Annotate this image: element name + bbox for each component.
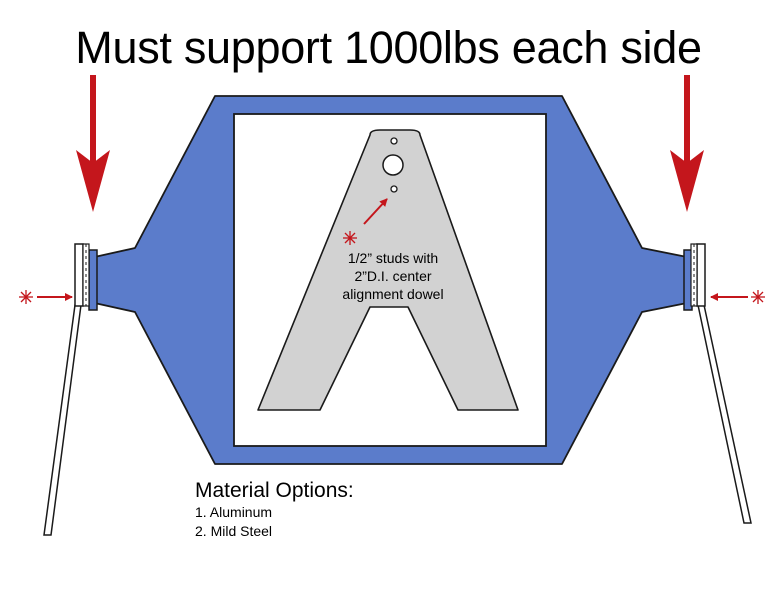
bottom-stud-hole xyxy=(390,185,398,193)
studs-note-line: 1/2” studs with xyxy=(347,250,439,266)
top-stud-hole xyxy=(390,137,398,145)
left-side-pointer xyxy=(19,290,73,304)
studs-note-line: 2”D.I. center xyxy=(354,268,432,284)
right-side-pointer xyxy=(710,290,765,304)
center-dowel-hole xyxy=(382,154,404,176)
material-option-item: 2. Mild Steel xyxy=(195,523,273,539)
headline: Must support 1000lbs each side xyxy=(75,22,702,73)
material-option-item: 1. Aluminum xyxy=(195,504,273,520)
material-options: Material Options: 1. Aluminum 2. Mild St… xyxy=(195,479,354,541)
left-support-leg xyxy=(43,243,90,536)
right-support-leg xyxy=(690,243,752,524)
studs-note-line: alignment dowel xyxy=(342,286,444,302)
studs-pointer-arrow xyxy=(363,198,388,225)
material-options-title: Material Options: xyxy=(195,479,354,502)
right-load-arrow xyxy=(670,75,704,212)
studs-note: 1/2” studs with 2”D.I. center alignment … xyxy=(318,249,468,303)
studs-pointer-star xyxy=(343,231,357,245)
left-flange-plate xyxy=(88,249,98,311)
a-mounting-plate xyxy=(257,129,519,411)
left-load-arrow xyxy=(76,75,110,212)
